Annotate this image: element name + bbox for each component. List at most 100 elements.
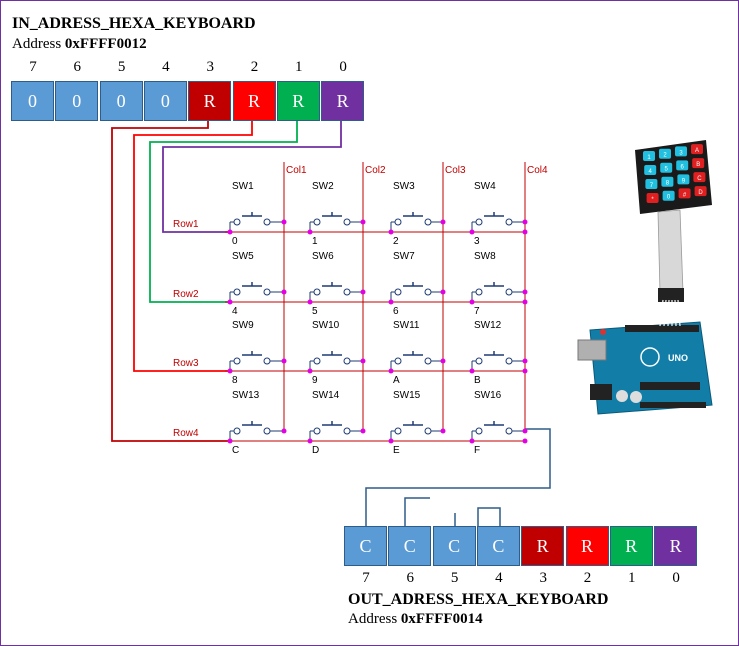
keypad-key <box>643 151 655 161</box>
col-label: Col1 <box>286 165 307 176</box>
key-label: 1 <box>312 236 318 247</box>
junction-dot <box>227 438 233 444</box>
switch-contact <box>313 427 321 435</box>
bit-number-2: 2 <box>583 570 592 586</box>
keypad-key <box>676 160 689 171</box>
switch-contact <box>343 357 351 365</box>
junction-dot <box>388 299 394 305</box>
junction-dot <box>522 229 528 235</box>
switch-contact <box>313 288 321 296</box>
row-label: Row3 <box>173 358 199 369</box>
switch-label: SW14 <box>312 390 340 401</box>
key-label: 4 <box>232 306 238 317</box>
jumper-wire <box>667 299 670 327</box>
switch-contact <box>313 357 321 365</box>
jumper-wire <box>663 299 667 327</box>
keypad-key <box>644 165 657 175</box>
switch-contact <box>505 218 513 226</box>
junction-dot <box>360 219 366 225</box>
switch-label: SW1 <box>232 181 254 192</box>
register-cell-bit-4: 0 <box>143 81 187 121</box>
switch-label: SW9 <box>232 320 254 331</box>
junction-dot <box>227 229 233 235</box>
switch-label: SW5 <box>232 251 254 262</box>
keypad-key-label: C <box>697 176 702 182</box>
bit-number-6: 6 <box>406 570 415 586</box>
keypad-key <box>692 158 705 169</box>
junction-dot <box>307 229 313 235</box>
key-label: 5 <box>312 306 318 317</box>
switch-contact <box>475 427 483 435</box>
jumper-wire <box>659 299 664 327</box>
keypad-key <box>661 176 674 187</box>
keypad-key <box>693 172 706 183</box>
key-label: 6 <box>393 306 399 317</box>
key-label: C <box>232 445 239 456</box>
junction-dot <box>469 368 475 374</box>
switch-contact <box>233 218 241 226</box>
row-label: Row2 <box>173 289 199 300</box>
bit-number-5: 5 <box>450 570 459 586</box>
bit-number-7: 7 <box>362 570 370 586</box>
keypad-key-label: # <box>683 192 687 198</box>
wire-row2 <box>149 121 298 303</box>
switch-contact <box>475 288 483 296</box>
keypad-key <box>645 179 658 189</box>
key-label: E <box>393 445 400 456</box>
header-pins <box>640 402 706 408</box>
bit-number-1: 1 <box>628 570 636 586</box>
key-label: 8 <box>232 375 238 386</box>
keypad-key-label: 4 <box>649 169 653 175</box>
key-label: 3 <box>474 236 480 247</box>
bit-number-6: 6 <box>73 59 82 75</box>
junction-dot <box>469 438 475 444</box>
junction-dot <box>440 358 446 364</box>
keypad-key-label: 8 <box>666 181 670 187</box>
keypad-key <box>646 193 659 203</box>
register-cell-bit-1: R <box>609 526 653 566</box>
keypad-key-label: 1 <box>647 155 651 161</box>
bit-number-1: 1 <box>295 59 303 75</box>
keypad-key-label: 6 <box>681 164 685 170</box>
junction-dot <box>522 358 528 364</box>
switch-contact <box>263 427 271 435</box>
register-cell-bit-2: R <box>232 81 276 121</box>
keypad-key-label: 7 <box>650 183 654 189</box>
junction-dot <box>281 428 287 434</box>
register-cell-bit-7: 0 <box>11 81 54 121</box>
switch-contact <box>505 357 513 365</box>
wire-col3 <box>404 497 430 526</box>
switch-contact <box>233 357 241 365</box>
bit-number-3: 3 <box>206 59 214 75</box>
ribbon-connector <box>658 288 684 302</box>
reset-button <box>600 329 606 335</box>
switch-contact <box>394 218 402 226</box>
switch-contact <box>475 357 483 365</box>
switch-label: SW15 <box>393 390 421 401</box>
usb-port <box>577 339 607 361</box>
register-cell-bit-0: R <box>654 526 698 566</box>
switch-contact <box>424 218 432 226</box>
switch-contact <box>394 427 402 435</box>
register-cell-bit-2: R <box>565 526 609 566</box>
junction-dot <box>307 368 313 374</box>
switch-contact <box>233 288 241 296</box>
keypad-ribbon-cable <box>657 209 684 294</box>
jumper-wire <box>677 299 681 327</box>
wire-col4 <box>365 428 551 526</box>
row-label: Row1 <box>173 219 199 230</box>
junction-dot <box>522 219 528 225</box>
keypad-key <box>677 174 690 185</box>
bit-number-4: 4 <box>495 570 503 586</box>
keypad-key <box>675 146 687 157</box>
keypad-key-label: B <box>696 162 700 168</box>
header-pins <box>625 325 699 332</box>
junction-dot <box>440 289 446 295</box>
key-label: 0 <box>232 236 238 247</box>
register-cell-bit-0: R <box>321 81 365 121</box>
junction-dot <box>388 368 394 374</box>
switch-contact <box>394 288 402 296</box>
junction-dot <box>522 368 528 374</box>
register-cell-bit-3: R <box>188 81 232 121</box>
